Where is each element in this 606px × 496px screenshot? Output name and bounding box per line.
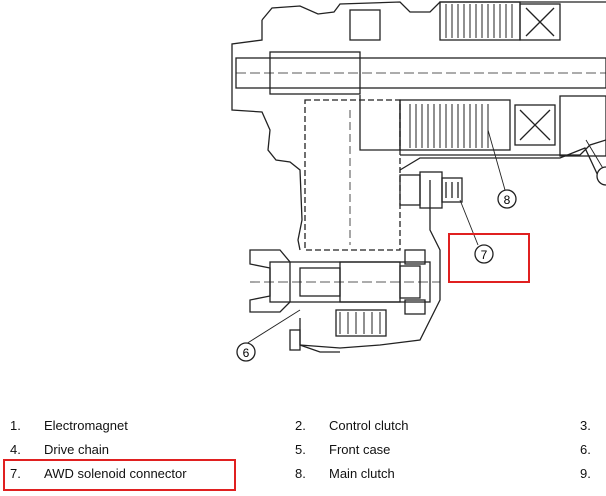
- callout-7-highlight-box: [448, 233, 530, 283]
- legend-label-control-clutch: Control clutch: [329, 418, 409, 433]
- callout-7-label: 7: [481, 248, 488, 262]
- legend-num: 6.: [580, 442, 591, 457]
- solenoid-connector: [399, 174, 421, 206]
- legend-num: 8.: [295, 466, 306, 481]
- legend-label-main-clutch: Main clutch: [329, 466, 395, 481]
- legend-num: 7.: [10, 466, 21, 481]
- legend-label-awd-solenoid-connector: AWD solenoid connector: [44, 466, 187, 481]
- callout-6-bottom-label: 6: [243, 346, 250, 360]
- legend-row-1: 1. Electromagnet 2. Control clutch 3.: [0, 416, 606, 436]
- callout-8: 8: [497, 189, 517, 209]
- callout-7: 7: [474, 244, 494, 264]
- callout-6-top: [596, 166, 606, 186]
- housing-outline: [261, 1, 606, 21]
- legend-num: 2.: [295, 418, 306, 433]
- callout-6-bottom: 6: [236, 342, 256, 362]
- legend-label-drive-chain: Drive chain: [44, 442, 110, 457]
- yoke: [249, 249, 291, 313]
- callout-8-label: 8: [504, 193, 511, 207]
- legend-label-front-case: Front case: [329, 442, 391, 457]
- transfer-case-diagram: 8 7 6: [231, 1, 606, 362]
- legend-num: 5.: [295, 442, 306, 457]
- legend-row-3: 7. AWD solenoid connector 8. Main clutch…: [0, 464, 606, 484]
- legend-highlight-box: [3, 459, 236, 491]
- legend-row-2: 4. Drive chain 5. Front case 6.: [0, 440, 606, 460]
- legend-num: 9.: [580, 466, 591, 481]
- legend-num: 4.: [10, 442, 21, 457]
- drive-chain: [304, 99, 401, 251]
- legend-num: 3.: [580, 418, 591, 433]
- legend-label-electromagnet: Electromagnet: [44, 418, 128, 433]
- legend-num: 1.: [10, 418, 21, 433]
